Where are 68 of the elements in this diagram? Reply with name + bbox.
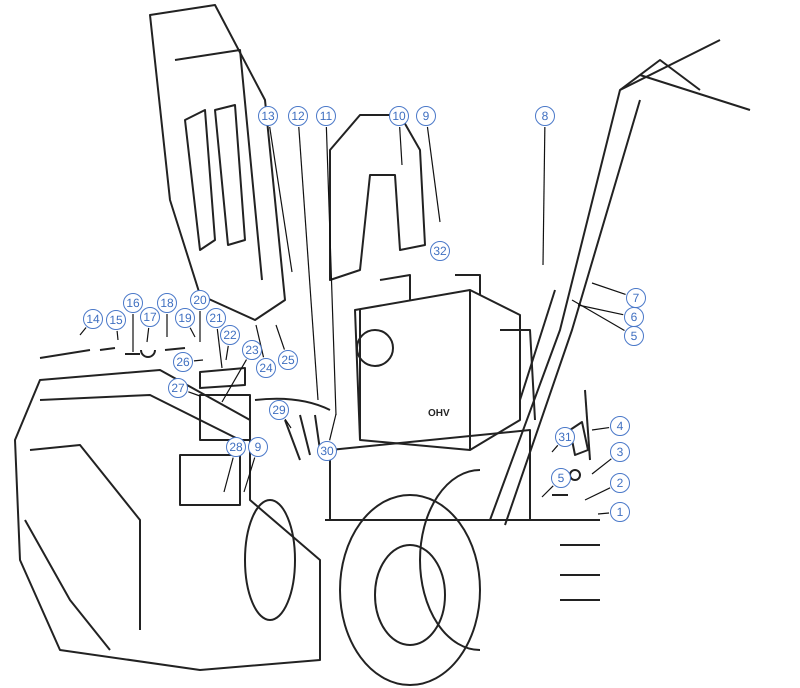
callout-number: 3 bbox=[610, 442, 630, 462]
callout-number: 23 bbox=[242, 340, 262, 360]
callout-number: 13 bbox=[258, 106, 278, 126]
callout-number: 10 bbox=[389, 106, 409, 126]
callout-number: 9 bbox=[416, 106, 436, 126]
leader-line bbox=[269, 126, 293, 272]
callout-number: 17 bbox=[140, 307, 160, 327]
leader-line bbox=[255, 324, 264, 358]
leader-line bbox=[598, 512, 610, 515]
leader-line bbox=[199, 311, 201, 342]
leader-line bbox=[592, 458, 612, 474]
callout-number: 5 bbox=[551, 468, 571, 488]
leader-line bbox=[223, 457, 234, 492]
leader-line bbox=[194, 359, 204, 362]
leader-line bbox=[592, 282, 626, 296]
leader-line bbox=[542, 485, 554, 498]
callout-number: 24 bbox=[256, 358, 276, 378]
leader-line bbox=[572, 299, 625, 331]
engine-marking: OHV bbox=[428, 408, 450, 419]
callout-number: 32 bbox=[430, 241, 450, 261]
leader-line bbox=[284, 418, 292, 428]
leader-line bbox=[578, 304, 624, 316]
callout-number: 25 bbox=[278, 350, 298, 370]
callout-number: 20 bbox=[190, 290, 210, 310]
callout-number: 30 bbox=[317, 441, 337, 461]
callout-number: 1 bbox=[610, 502, 630, 522]
leader-line bbox=[80, 327, 87, 336]
leader-line bbox=[243, 457, 256, 492]
leader-line bbox=[221, 359, 248, 402]
callout-number: 15 bbox=[106, 310, 126, 330]
leader-line bbox=[225, 346, 229, 360]
leader-line bbox=[298, 126, 319, 400]
leader-line bbox=[426, 126, 441, 222]
leader-line bbox=[329, 414, 337, 440]
callout-number: 18 bbox=[157, 293, 177, 313]
callout-number: 28 bbox=[226, 437, 246, 457]
callout-number: 31 bbox=[555, 427, 575, 447]
leader-line bbox=[552, 444, 558, 452]
callout-number: 26 bbox=[173, 352, 193, 372]
callout-number: 8 bbox=[535, 106, 555, 126]
leader-line bbox=[275, 324, 285, 350]
callout-number: 12 bbox=[288, 106, 308, 126]
leader-line bbox=[542, 127, 546, 265]
leader-line bbox=[326, 126, 337, 416]
callout-number: 7 bbox=[626, 288, 646, 308]
leader-line bbox=[216, 328, 223, 368]
callout-number: 16 bbox=[123, 293, 143, 313]
callout-number: 22 bbox=[220, 325, 240, 345]
callout-number: 9 bbox=[248, 437, 268, 457]
callout-number: 2 bbox=[610, 473, 630, 493]
callout-number: 29 bbox=[269, 400, 289, 420]
callout-number: 4 bbox=[610, 416, 630, 436]
callout-number: 14 bbox=[83, 309, 103, 329]
leader-line bbox=[132, 314, 134, 352]
leader-line bbox=[116, 330, 119, 340]
callout-number: 6 bbox=[624, 307, 644, 327]
callout-number: 21 bbox=[206, 308, 226, 328]
callout-number: 19 bbox=[175, 308, 195, 328]
callout-number: 27 bbox=[168, 378, 188, 398]
leader-line bbox=[190, 327, 196, 338]
leader-line bbox=[166, 314, 168, 337]
callout-number: 5 bbox=[624, 326, 644, 346]
leader-line bbox=[399, 126, 403, 166]
leader-line bbox=[188, 391, 200, 397]
leader-line bbox=[584, 487, 610, 501]
leader-line bbox=[592, 426, 610, 431]
leader-line bbox=[146, 328, 150, 342]
callout-number: 11 bbox=[316, 106, 336, 126]
